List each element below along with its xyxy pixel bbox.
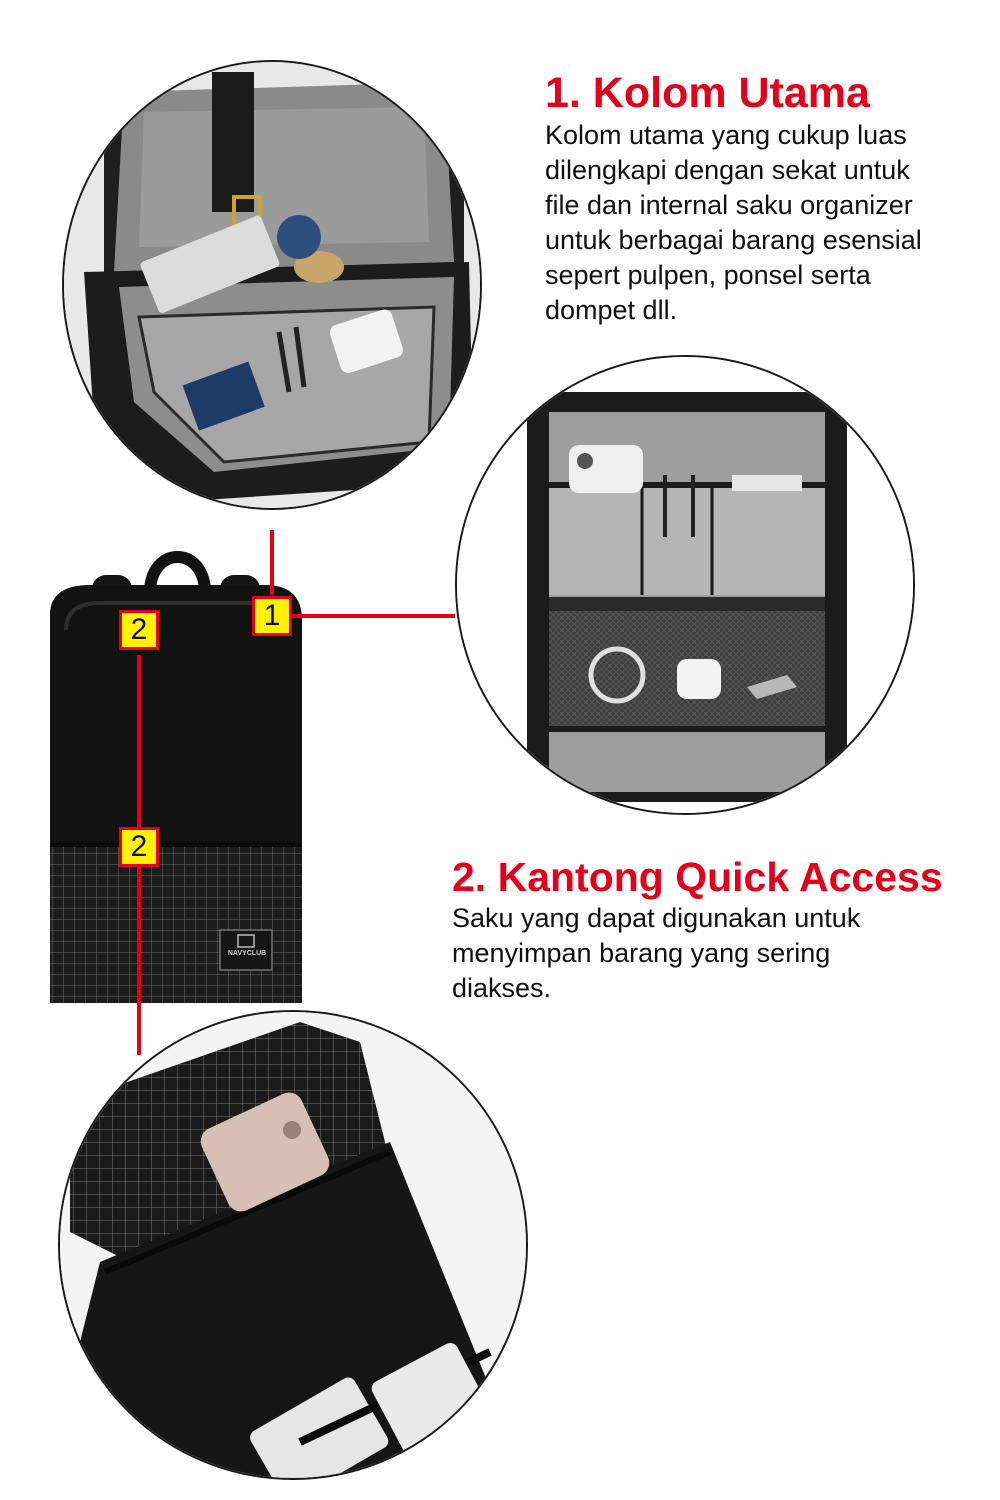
organizer-panel-photo (455, 355, 915, 815)
section-main-title: 1. Kolom Utama (545, 69, 870, 117)
section-quick-access-title: 2. Kantong Quick Access (452, 854, 943, 900)
description-line: sepert pulpen, ponsel serta (545, 260, 871, 290)
description-line: diakses. (452, 973, 552, 1003)
connector-main-horizontal (292, 614, 455, 618)
connector-main-vertical (270, 530, 274, 595)
organizer-panel-illustration (457, 357, 913, 813)
marker-quick-access-front: 2 (119, 827, 159, 867)
quick-access-illustration (60, 1012, 526, 1478)
backpack-photo: NAVYCLUB (30, 545, 320, 1005)
section-main-description: Kolom utama yang cukup luas dilengkapi d… (545, 118, 985, 328)
section-quick-access-description: Saku yang dapat digunakan untuk menyimpa… (452, 901, 972, 1006)
main-compartment-photo (62, 60, 482, 510)
description-line: dilengkapi dengan sekat untuk (545, 155, 910, 185)
description-line: file dan internal saku organizer (545, 190, 913, 220)
description-line: menyimpan barang yang sering (452, 938, 831, 968)
backpack-illustration (50, 551, 302, 1003)
marker-quick-access-top: 2 (119, 610, 159, 650)
backpack-logo-label: NAVYCLUB (227, 950, 267, 957)
description-line: Kolom utama yang cukup luas (545, 120, 907, 150)
description-line: Saku yang dapat digunakan untuk (452, 903, 861, 933)
quick-access-pocket-photo (58, 1010, 528, 1480)
description-line: dompet dll. (545, 295, 678, 325)
description-line: untuk berbagai barang esensial (545, 225, 922, 255)
marker-main-compartment: 1 (252, 596, 292, 636)
main-compartment-illustration (64, 62, 480, 508)
